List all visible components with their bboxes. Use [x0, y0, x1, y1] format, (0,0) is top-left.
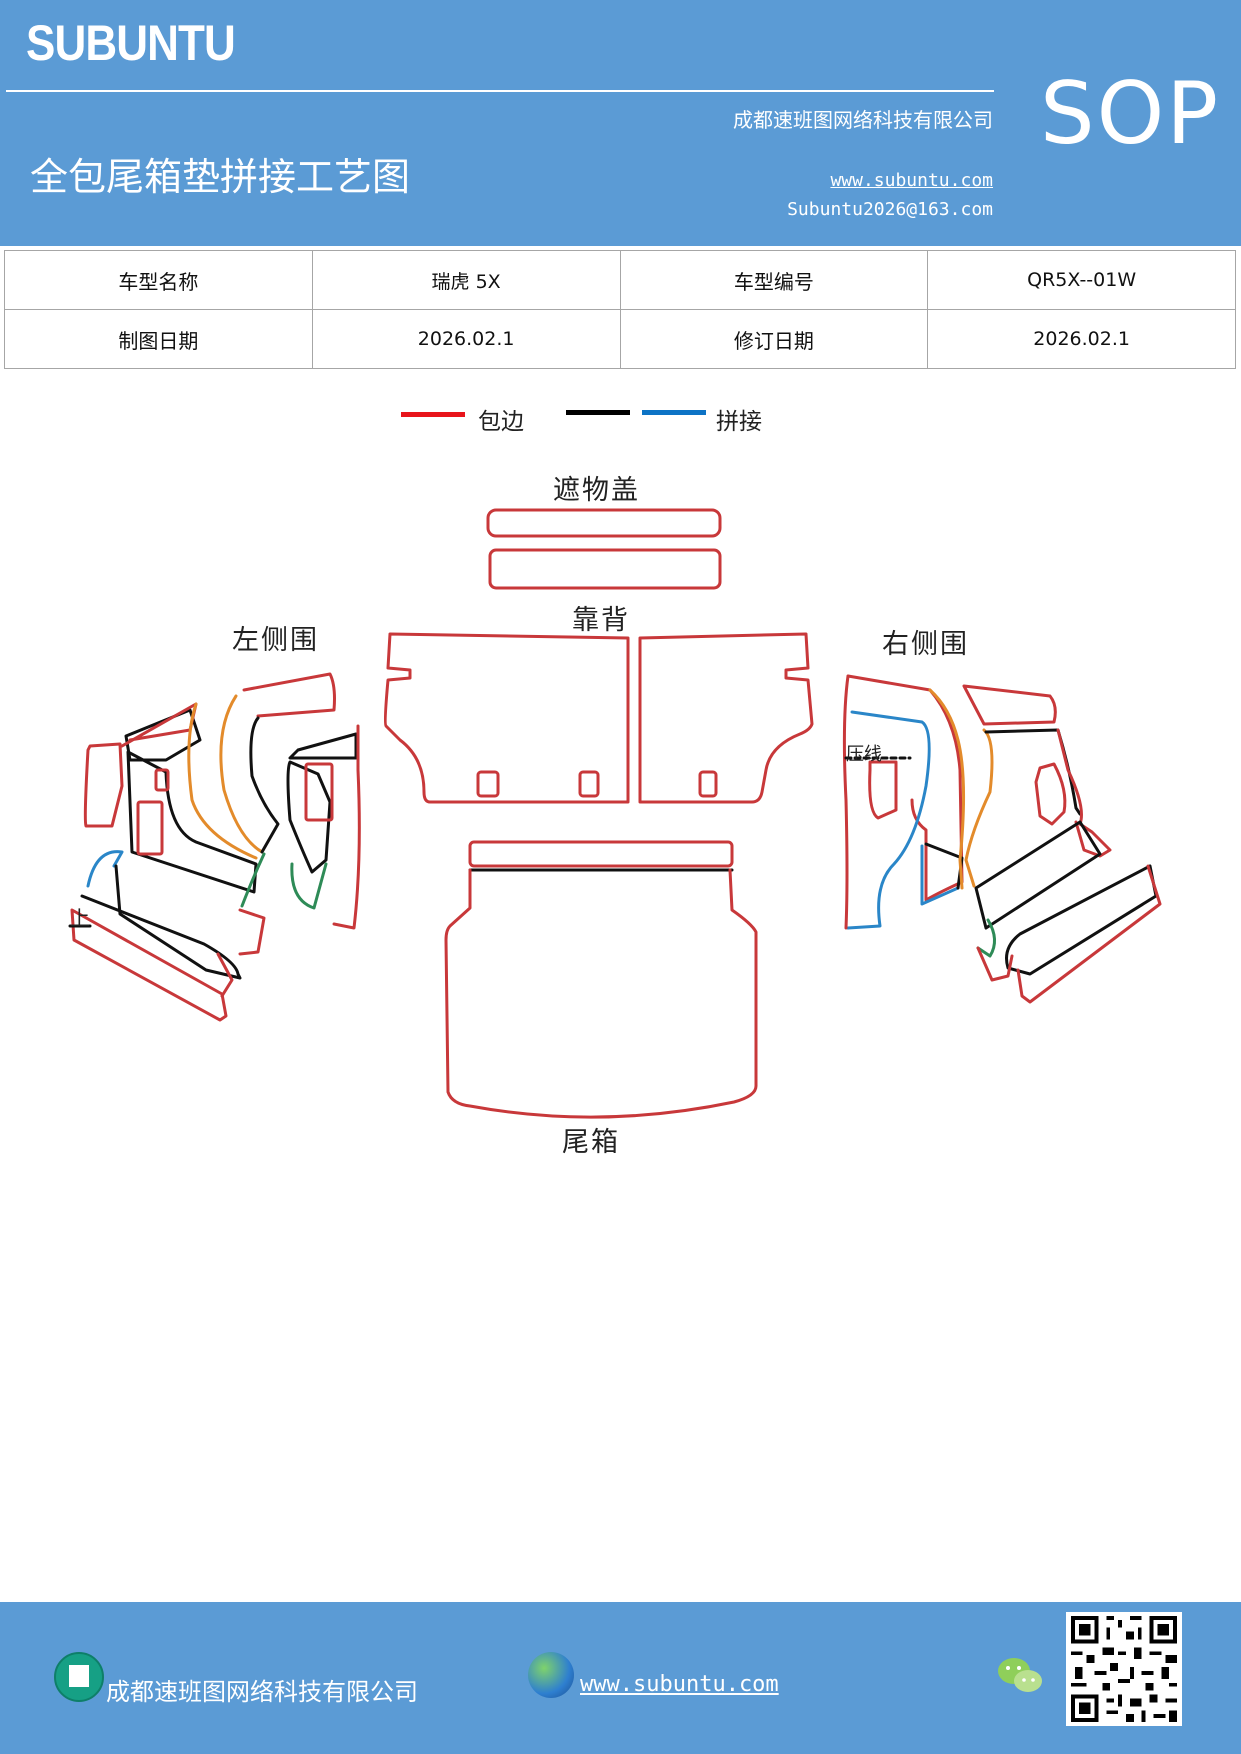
left-side-upper-red — [242, 672, 336, 718]
line-legend: 包边 拼接 — [0, 400, 1241, 440]
backrest-right-slot — [698, 770, 718, 798]
header-email[interactable]: Subuntu2026@163.com — [787, 199, 993, 220]
right-side-black-seam — [924, 842, 964, 890]
page-header: SUBUNTU SOP 成都速班图网络科技有限公司 全包尾箱垫拼接工艺图 www… — [0, 0, 1241, 246]
left-side-right-strip — [288, 732, 358, 760]
right-side-lower-black — [1005, 864, 1158, 976]
legend-label-splice: 拼接 — [716, 409, 762, 435]
left-side-small-window — [154, 768, 170, 792]
model-name-value: 瑞虎 5X — [311, 250, 621, 310]
revision-date-value: 2026.02.1 — [927, 309, 1236, 369]
left-side-green-seam-2 — [240, 852, 266, 908]
wechat-icon — [998, 1658, 1042, 1692]
header-company: 成都速班图网络科技有限公司 — [733, 108, 993, 132]
table-row: 制图日期 2026.02.1 修订日期 2026.02.1 — [4, 309, 1236, 369]
table-row: 车型名称 瑞虎 5X 车型编号 QR5X--01W — [4, 250, 1236, 310]
trunk-bumper-strip — [468, 840, 734, 868]
label-cover: 遮物盖 — [553, 475, 640, 506]
legend-black-line — [566, 410, 630, 415]
legend-label-edging: 包边 — [478, 409, 524, 435]
label-up-mark: 上 — [70, 906, 90, 930]
right-side-window — [868, 760, 898, 820]
left-side-upper-black — [249, 716, 280, 854]
right-side-blue-seam — [846, 710, 931, 930]
right-side-green-seam — [976, 918, 996, 958]
label-press-line: 压线 — [846, 744, 882, 765]
model-code-value: QR5X--01W — [927, 250, 1236, 310]
left-side-right-window — [304, 762, 334, 822]
left-side-outer — [83, 742, 124, 828]
left-side-edge-red — [332, 724, 361, 930]
right-side-bottom-red — [976, 946, 1014, 982]
left-side-right-panel — [286, 760, 332, 874]
qr-code — [1066, 1612, 1182, 1726]
header-website-link[interactable]: www.subuntu.com — [830, 170, 993, 191]
draw-date-label: 制图日期 — [4, 309, 313, 369]
cover-panel-bottom — [488, 548, 722, 590]
label-left-side: 左侧围 — [232, 625, 319, 656]
right-side-panel-red — [1056, 728, 1112, 858]
revision-date-label: 修订日期 — [619, 309, 929, 369]
cover-panel-top — [486, 508, 722, 538]
header-divider — [6, 90, 994, 92]
trunk-floor-panel — [444, 868, 758, 1119]
left-side-orange-seam-2 — [219, 694, 264, 854]
page-footer: 成都速班图网络科技有限公司 www.subuntu.com — [0, 1602, 1241, 1754]
sop-badge: SOP — [1040, 64, 1221, 164]
legend-blue-line — [642, 410, 706, 415]
splice-diagram — [68, 508, 1162, 1119]
right-side-window-2 — [1034, 762, 1067, 826]
brand-logo: SUBUNTU — [26, 15, 236, 71]
globe-icon — [528, 1652, 574, 1698]
left-side-lower-red — [70, 908, 228, 1022]
left-side-panel-2 — [120, 702, 198, 748]
label-trunk: 尾箱 — [562, 1127, 620, 1158]
backrest-left-slot-2 — [578, 770, 600, 798]
right-side-orange-seam — [928, 688, 966, 890]
backrest-left-slot-1 — [476, 770, 500, 798]
left-side-orange-seam — [187, 702, 258, 860]
label-backrest: 靠背 — [572, 605, 630, 636]
footer-website-link[interactable]: www.subuntu.com — [580, 1672, 779, 1697]
right-side-top-red — [962, 684, 1057, 726]
right-side-blue-lower — [920, 844, 960, 906]
left-side-window — [136, 800, 164, 856]
model-code-label: 车型编号 — [619, 250, 929, 310]
backrest-right-panel — [638, 632, 814, 804]
left-side-green-seam — [290, 862, 328, 910]
right-side-left-edge — [842, 674, 850, 930]
left-side-tab-red — [216, 952, 234, 998]
backrest-left-panel — [383, 632, 630, 804]
right-side-lower-red — [1016, 864, 1162, 1004]
left-side-bottom-red — [238, 908, 266, 956]
draw-date-value: 2026.02.1 — [311, 309, 621, 369]
footer-company: 成都速班图网络科技有限公司 — [106, 1678, 418, 1706]
legend-red-line — [401, 412, 465, 417]
page-title: 全包尾箱垫拼接工艺图 — [30, 155, 411, 199]
right-side-orange-seam-2 — [964, 728, 994, 888]
model-name-label: 车型名称 — [4, 250, 313, 310]
vehicle-info-table: 车型名称 瑞虎 5X 车型编号 QR5X--01W 制图日期 2026.02.1… — [4, 250, 1236, 369]
building-icon — [54, 1652, 104, 1702]
left-side-lower-black — [80, 864, 242, 980]
right-side-mid-black — [974, 820, 1102, 930]
left-side-blue-splice — [86, 850, 124, 888]
label-right-side: 右侧围 — [882, 629, 969, 660]
